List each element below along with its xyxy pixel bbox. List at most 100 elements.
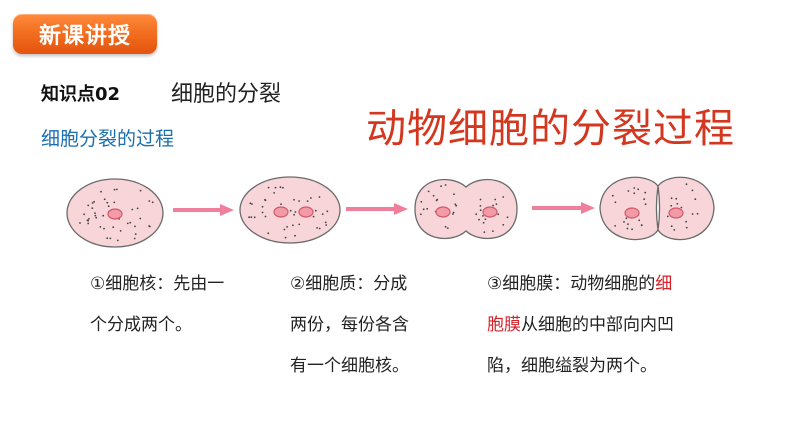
cytoplasm-dot [640,224,643,226]
cytoplasm-dot [453,193,455,196]
cytoplasm-dot [497,213,500,216]
cytoplasm-dot [280,203,282,206]
cytoplasm-dot [279,186,282,189]
cytoplasm-dot [506,216,509,219]
arrow-3 [532,202,595,214]
knowledge-point-number: 知识点02 [41,84,121,105]
cytoplasm-dot [112,226,115,229]
cytoplasm-dot [129,221,132,224]
nucleus [435,206,451,218]
cytoplasm-dot [694,198,697,201]
cytoplasm-dot [99,226,102,228]
cytoplasm-dot [148,200,151,202]
cytoplasm-dots [475,196,509,234]
cytoplasm-dots [248,186,329,239]
daughter-cell-right [657,176,715,241]
cytoplasm-dot [326,210,329,213]
cytoplasm-dot [614,201,617,204]
cytoplasm-dot [479,205,482,207]
cytoplasm-dot [109,237,112,240]
cytoplasm-dot [149,225,151,228]
cytoplasm-dot [83,213,85,216]
cytoplasm-dot [446,227,449,230]
section-subtitle: 细胞分裂的过程 [41,128,175,150]
cell-stage-1 [66,178,164,248]
step-2-description: ②细胞质：分成 两份，每份各含 有一个细胞核。 [290,264,409,387]
cytoplasm-dot [644,203,647,206]
section-badge: 新课讲授 [13,14,157,54]
cytoplasm-dot [306,200,309,203]
cell-stage-4 [599,176,715,241]
cytoplasm-dot [676,203,679,205]
cytoplasm-dot [479,198,482,201]
cytoplasm-dot [644,191,647,194]
cytoplasm-dot [274,186,277,189]
cytoplasm-dot [479,209,482,212]
step-2-line-3: 有一个细胞核。 [290,356,409,376]
cytoplasm-dot [139,189,142,192]
cytoplasm-dot [625,217,628,220]
cytoplasm-dot [106,201,109,204]
cytoplasm-dot [314,209,317,212]
cytoplasm-dot [627,190,630,192]
cytoplasm-dot [638,219,641,222]
cytoplasm-dot [283,228,286,231]
cytoplasm-dot [91,207,94,210]
cytoplasm-dots [611,187,647,231]
cytoplasm-dot [611,194,614,197]
cytoplasm-dot [492,204,494,207]
cytoplasm-dot [318,196,321,198]
cytoplasm-dot [670,204,673,207]
cytoplasm-dot [502,196,505,198]
cytoplasm-dot [670,197,673,200]
cytoplasm-dot [93,200,95,203]
step-2-line-1: ②细胞质：分成 [290,274,408,294]
cytoplasm-dot [87,219,89,222]
cytoplasm-dot [113,188,116,191]
cytoplasm-dot [151,201,154,204]
cytoplasm-dot [139,217,142,220]
cytoplasm-dot [691,189,694,192]
step-2-line-2: 两份，每份各含 [290,315,409,335]
cytoplasm-dot [623,221,625,223]
cytoplasm-dot [444,225,447,228]
cytoplasm-dot [452,213,454,215]
cytoplasm-dot [248,216,251,219]
cytoplasm-dot [102,214,105,217]
cytoplasm-dot [119,230,122,232]
cytoplasm-dot [106,237,109,240]
cytoplasm-dot [627,223,629,226]
cell-body [414,178,518,240]
nucleus [298,206,314,218]
nucleus [273,206,289,218]
cytoplasm-dot [696,212,699,215]
cytoplasm-dot [133,237,136,240]
nucleus [107,208,123,220]
slide-title: 动物细胞的分裂过程 [366,106,735,152]
cytoplasm-dot [427,190,430,193]
cytoplasm-dot [264,198,266,201]
cytoplasm-dot [494,198,497,201]
cytoplasm-dots [420,184,458,230]
cell-stage-3 [414,178,518,240]
cytoplasm-dot [261,205,264,208]
step-3-line-2: 胞膜从细胞的中部向内凹 [487,305,674,346]
cytoplasm-dot [310,197,312,199]
cytoplasm-dot [88,218,90,220]
cytoplasm-dot [103,198,106,201]
cytoplasm-dot [444,184,447,186]
cytoplasm-dot [126,222,129,225]
step-3-line-1: ③细胞膜：动物细胞的细 [487,264,674,305]
cytoplasm-dot [495,203,498,206]
cytoplasm-dot [426,207,429,210]
cytoplasm-dot [131,208,134,211]
cytoplasm-dot [633,187,636,189]
cytoplasm-dot [670,225,673,228]
cytoplasm-dot [94,212,96,215]
cytoplasm-dot [116,239,119,242]
cytoplasm-dot [691,213,694,215]
cytoplasm-dot [643,198,646,201]
cytoplasm-dot [134,233,137,236]
cytoplasm-dot [113,201,116,204]
cytoplasm-dot [666,215,669,218]
